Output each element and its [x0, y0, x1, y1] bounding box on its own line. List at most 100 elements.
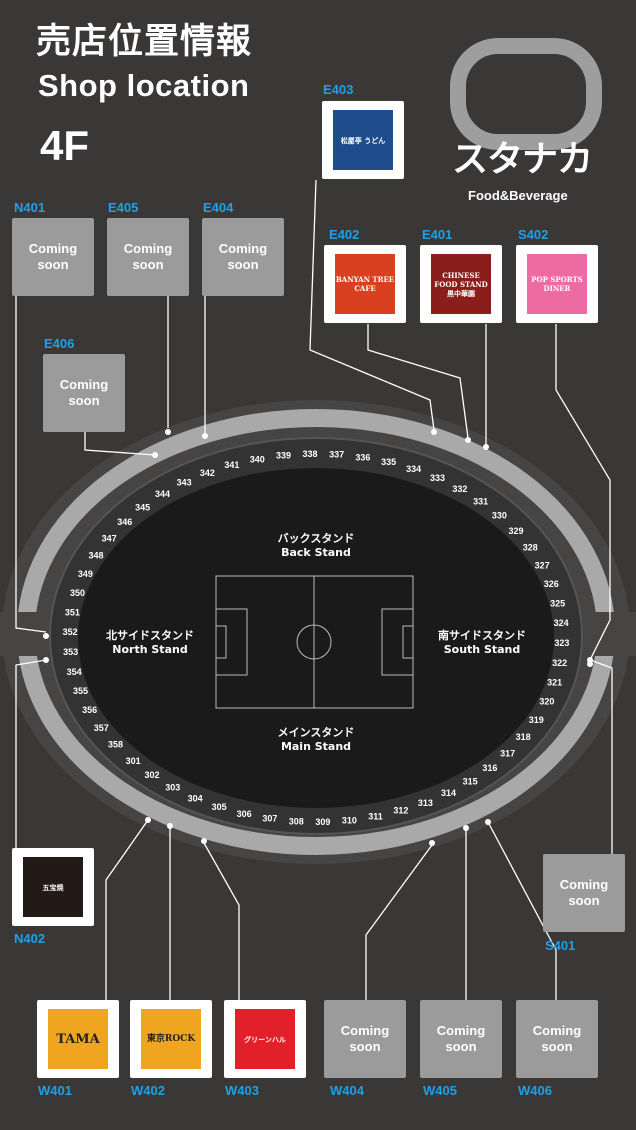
- section-304: 304: [188, 793, 203, 803]
- section-328: 328: [523, 543, 538, 553]
- section-334: 334: [406, 464, 421, 474]
- section-306: 306: [237, 809, 252, 819]
- brand-logo-ring: [450, 38, 602, 150]
- south-stand-jp: 南サイドスタンド: [438, 629, 526, 642]
- section-345: 345: [135, 502, 150, 512]
- pitch: [215, 575, 414, 709]
- section-331: 331: [473, 496, 488, 506]
- section-355: 355: [73, 686, 88, 696]
- main-stand-jp: メインスタンド: [277, 726, 355, 739]
- north-stand-en: North Stand: [112, 643, 188, 656]
- section-344: 344: [155, 489, 170, 499]
- shop-e401[interactable]: CHINESE FOOD STAND 黒中華園: [420, 245, 502, 323]
- section-351: 351: [65, 607, 80, 617]
- section-332: 332: [452, 484, 467, 494]
- shop-code-e402: E402: [329, 227, 360, 242]
- section-349: 349: [78, 569, 93, 579]
- shop-logo: 松屋亭 うどん: [333, 110, 393, 170]
- shop-code-e405: E405: [108, 200, 139, 215]
- section-301: 301: [126, 756, 141, 766]
- shop-w405-coming-soon[interactable]: Coming soon: [420, 1000, 502, 1078]
- section-313: 313: [418, 798, 433, 808]
- shop-e402[interactable]: BANYAN TREE CAFE: [324, 245, 406, 323]
- shop-code-e403: E403: [323, 82, 354, 97]
- shop-code-s401: S401: [545, 938, 576, 953]
- section-342: 342: [200, 468, 215, 478]
- shop-logo: TAMA: [48, 1009, 108, 1069]
- section-343: 343: [177, 478, 192, 488]
- shop-e404-coming-soon[interactable]: Coming soon: [202, 218, 284, 296]
- shop-w401[interactable]: TAMA: [37, 1000, 119, 1078]
- shop-logo: BANYAN TREE CAFE: [335, 254, 395, 314]
- section-335: 335: [381, 457, 396, 467]
- section-310: 310: [342, 815, 357, 825]
- shop-code-e406: E406: [44, 336, 75, 351]
- shop-w406-coming-soon[interactable]: Coming soon: [516, 1000, 598, 1078]
- main-stand-en: Main Stand: [280, 740, 352, 753]
- brand-name-jp: スタナカ: [452, 139, 593, 180]
- shop-n401-coming-soon[interactable]: Coming soon: [12, 218, 94, 296]
- section-321: 321: [547, 678, 562, 688]
- section-350: 350: [70, 588, 85, 598]
- shop-code-w406: W406: [518, 1083, 552, 1098]
- shop-e403[interactable]: 松屋亭 うどん: [322, 101, 404, 179]
- shop-logo: POP SPORTS DINER: [527, 254, 587, 314]
- coming-soon-label: Coming soon: [532, 1023, 582, 1054]
- section-309: 309: [315, 817, 330, 827]
- section-327: 327: [535, 561, 550, 571]
- shop-code-w404: W404: [330, 1083, 364, 1098]
- section-346: 346: [117, 517, 132, 527]
- section-320: 320: [539, 697, 554, 707]
- coming-soon-label: Coming soon: [218, 241, 268, 272]
- section-302: 302: [144, 770, 159, 780]
- floor-label: 4F: [40, 122, 90, 169]
- shop-code-w401: W401: [38, 1083, 72, 1098]
- coming-soon-label: Coming soon: [559, 877, 609, 908]
- shop-s401-coming-soon[interactable]: Coming soon: [543, 854, 625, 932]
- section-326: 326: [544, 579, 559, 589]
- shop-code-w403: W403: [225, 1083, 259, 1098]
- section-319: 319: [529, 715, 544, 725]
- section-348: 348: [88, 551, 103, 561]
- coming-soon-label: Coming soon: [123, 241, 173, 272]
- section-340: 340: [250, 454, 265, 464]
- section-323: 323: [554, 638, 569, 648]
- shop-w404-coming-soon[interactable]: Coming soon: [324, 1000, 406, 1078]
- shop-e405-coming-soon[interactable]: Coming soon: [107, 218, 189, 296]
- shop-code-w405: W405: [423, 1083, 457, 1098]
- shop-code-e404: E404: [203, 200, 234, 215]
- shop-logo: CHINESE FOOD STAND 黒中華園: [431, 254, 491, 314]
- shop-code-w402: W402: [131, 1083, 165, 1098]
- section-357: 357: [94, 723, 109, 733]
- connector-lines: [15, 179, 613, 1000]
- brand-name-en: Food&Beverage: [468, 188, 568, 203]
- back-stand-jp: バックスタンド: [277, 532, 355, 545]
- coming-soon-label: Coming soon: [340, 1023, 390, 1054]
- field-area: [78, 468, 554, 808]
- section-322: 322: [552, 658, 567, 668]
- section-347: 347: [102, 533, 117, 543]
- coming-soon-label: Coming soon: [28, 241, 78, 272]
- section-317: 317: [500, 748, 515, 758]
- section-336: 336: [355, 452, 370, 462]
- page-title-en: Shop location: [38, 68, 250, 103]
- connector-dots: [43, 429, 593, 846]
- coming-soon-label: Coming soon: [436, 1023, 486, 1054]
- section-341: 341: [224, 460, 239, 470]
- shop-w402[interactable]: 東京ROCK: [130, 1000, 212, 1078]
- shop-n402[interactable]: 五宝焼: [12, 848, 94, 926]
- shop-e406-coming-soon[interactable]: Coming soon: [43, 354, 125, 432]
- shop-w403[interactable]: グリーンハル: [224, 1000, 306, 1078]
- page-title-jp: 売店位置情報: [36, 22, 253, 61]
- section-311: 311: [368, 812, 383, 822]
- section-354: 354: [67, 667, 82, 677]
- section-324: 324: [554, 618, 569, 628]
- shop-s402[interactable]: POP SPORTS DINER: [516, 245, 598, 323]
- section-356: 356: [82, 705, 97, 715]
- section-352: 352: [63, 627, 78, 637]
- section-318: 318: [516, 732, 531, 742]
